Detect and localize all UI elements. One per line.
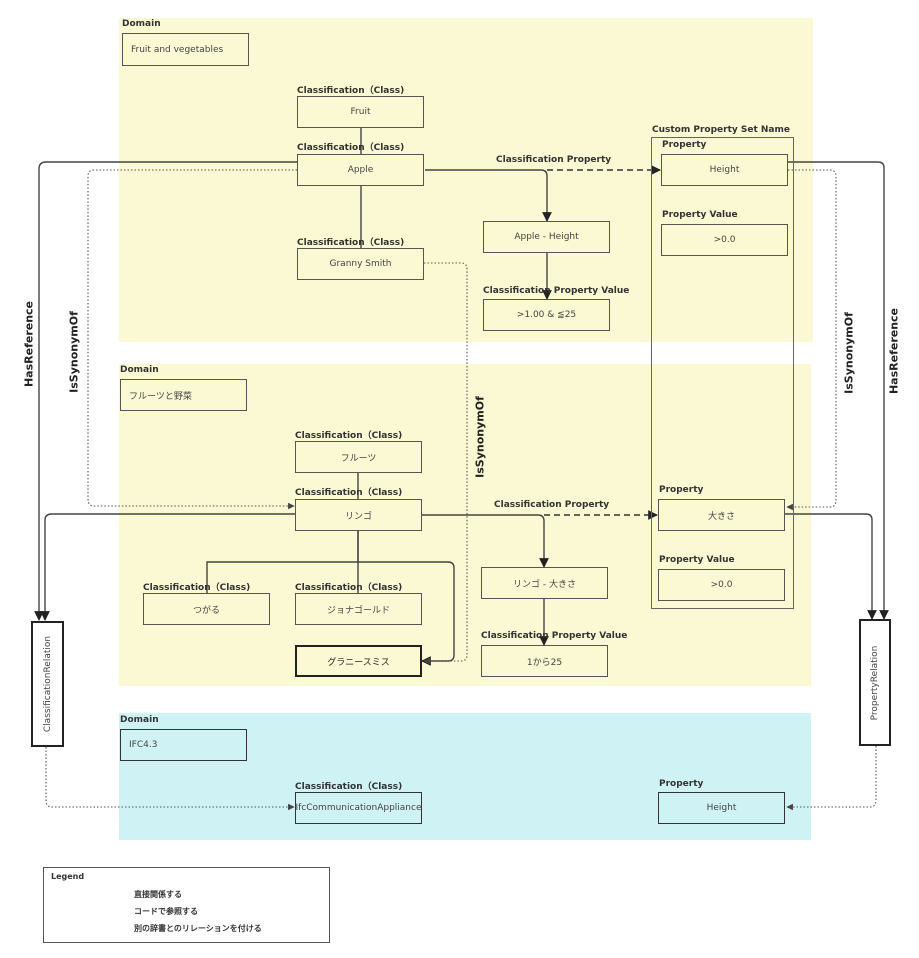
class-label-jonagold: Classification（Class) xyxy=(295,583,403,593)
legend: Legend 直接関係する コードで参照する 別の辞書とのリレーションを付ける xyxy=(43,867,330,943)
classification-property-box-middle: リンゴ - 大きさ xyxy=(481,567,608,599)
cpv-label-middle: Classification Property Value xyxy=(481,631,628,641)
class-label-tsugaru: Classification（Class) xyxy=(143,583,251,593)
class-box-jonagold: ジョナゴールド xyxy=(295,593,422,625)
class-box-ifc: IfcCommunicationAppliance xyxy=(295,792,422,824)
class-label-ringo: Classification（Class) xyxy=(295,488,403,498)
classification-property-label-top: Classification Property xyxy=(496,155,612,165)
domain-title-top: Domain xyxy=(122,19,161,29)
class-label-ifc: Classification（Class) xyxy=(295,782,403,792)
domain-region-top xyxy=(119,18,813,342)
property-relation-box: PropertyRelation xyxy=(859,619,891,746)
property-value-box-size: >0.0 xyxy=(658,569,785,601)
cpv-box-middle: 1から25 xyxy=(481,645,608,677)
is-synonym-of-label-center: IsSynonymOf xyxy=(473,396,487,478)
property-set-group xyxy=(651,137,794,609)
property-relation-label: PropertyRelation xyxy=(870,645,880,720)
property-label-ifc: Property xyxy=(659,779,704,789)
class-label-fruit: Classification（Class) xyxy=(297,86,405,96)
class-label-granny-smith: Classification（Class) xyxy=(297,238,405,248)
legend-title: Legend xyxy=(51,872,85,881)
domain-region-bottom xyxy=(119,713,811,840)
property-box-ifc: Height xyxy=(658,792,785,824)
cpv-label-top: Classification Property Value xyxy=(483,286,630,296)
classification-property-label-middle: Classification Property xyxy=(494,500,610,510)
has-reference-label-right: HasReference xyxy=(887,307,901,395)
domain-box-top: Fruit and vegetables xyxy=(122,33,249,66)
class-box-ringo: リンゴ xyxy=(295,499,422,531)
is-synonym-of-label-right: IsSynonymOf xyxy=(842,312,856,394)
classification-relation-box: ClassificationRelation xyxy=(31,621,64,747)
cpv-box-top: >1.00 & ≦25 xyxy=(483,299,610,331)
domain-box-middle: フルーツと野菜 xyxy=(120,379,247,411)
property-label-height: Property xyxy=(662,140,707,150)
property-box-height: Height xyxy=(661,154,788,186)
classification-relation-label: ClassificationRelation xyxy=(42,635,53,733)
property-set-title: Custom Property Set Name xyxy=(652,125,790,135)
domain-title-middle: Domain xyxy=(120,365,159,375)
domain-title-bottom: Domain xyxy=(120,715,159,725)
class-box-granny-smith: Granny Smith xyxy=(297,248,424,280)
legend-solid-label: 直接関係する xyxy=(134,890,182,899)
property-value-label-height: Property Value xyxy=(662,210,738,220)
class-box-fruit: Fruit xyxy=(297,96,424,128)
class-box-granny-jp: グラニースミス xyxy=(295,645,422,677)
class-label-apple: Classification（Class) xyxy=(297,143,405,153)
class-label-fruits: Classification（Class) xyxy=(295,431,403,441)
legend-dotted-label: 別の辞書とのリレーションを付ける xyxy=(134,924,262,933)
domain-region-middle xyxy=(119,364,811,686)
is-synonym-of-label-left: IsSynonymOf xyxy=(67,311,81,393)
has-reference-label-left: HasReference xyxy=(22,300,36,388)
domain-box-bottom: IFC4.3 xyxy=(120,729,247,761)
class-box-fruits: フルーツ xyxy=(295,441,422,473)
property-box-size: 大きさ xyxy=(658,499,785,531)
property-label-size: Property xyxy=(659,485,704,495)
class-box-apple: Apple xyxy=(297,154,424,186)
property-value-box-height: >0.0 xyxy=(661,224,788,256)
property-value-label-size: Property Value xyxy=(659,555,735,565)
classification-property-box-top: Apple - Height xyxy=(483,221,610,253)
legend-dashed-label: コードで参照する xyxy=(134,907,198,916)
class-box-tsugaru: つがる xyxy=(143,593,270,625)
